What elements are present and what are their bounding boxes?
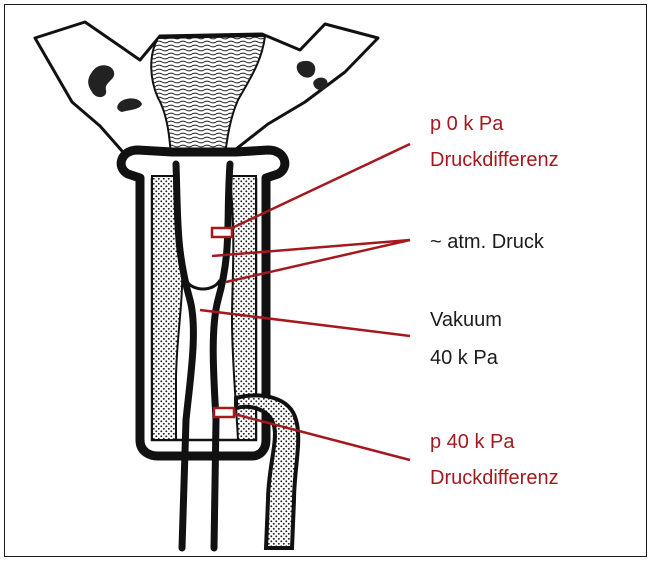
bottom-difference-label: Druckdifferenz <box>430 466 559 490</box>
bottom-pressure-label: p 40 k Pa <box>430 430 515 454</box>
atmospheric-pressure-label: ~ atm. Druck <box>430 230 544 254</box>
top-pressure-marker <box>212 228 232 237</box>
vacuum-value-label: 40 k Pa <box>430 346 498 370</box>
top-difference-label: Druckdifferenz <box>430 148 559 172</box>
vacuum-label: Vakuum <box>430 308 502 332</box>
bottom-pressure-marker <box>214 408 234 417</box>
top-pressure-label: p 0 k Pa <box>430 112 503 136</box>
